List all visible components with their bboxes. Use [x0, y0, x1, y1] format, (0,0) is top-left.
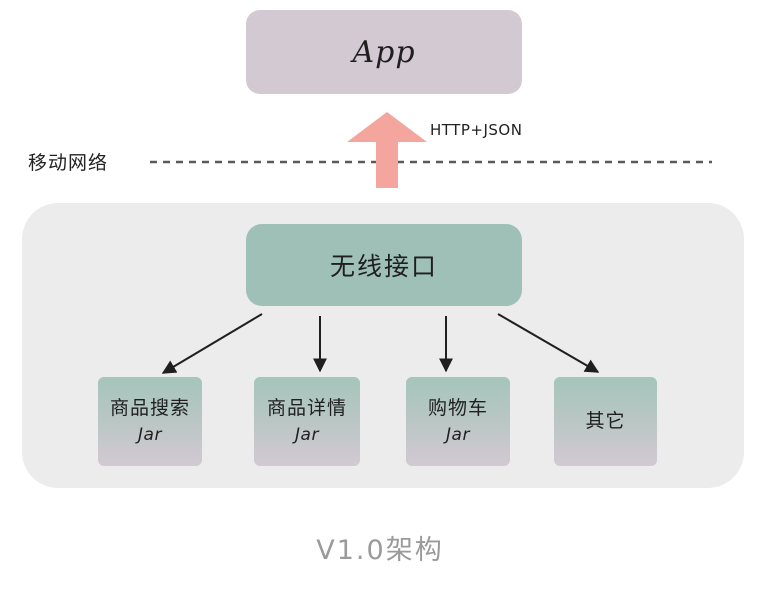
gateway-to-other-arrow: [497, 313, 600, 373]
wireless-interface-label: 无线接口: [329, 252, 438, 281]
module-name: 购物车: [427, 397, 488, 420]
mobile-network-label: 移动网络: [28, 152, 109, 174]
gateway-to-search-arrow: [161, 313, 263, 374]
module-other: 其它: [554, 377, 657, 466]
http-json-up-arrow: [347, 112, 427, 188]
module-name: 其它: [585, 409, 626, 432]
module-product-search: 商品搜索 Jar: [98, 377, 202, 466]
module-name: 商品详情: [266, 397, 347, 420]
app-client-box: App: [246, 10, 522, 94]
module-name: 商品搜索: [109, 397, 190, 420]
protocol-label: HTTP+JSON: [430, 121, 523, 139]
module-type: Jar: [446, 424, 470, 445]
wireless-interface-box: 无线接口: [246, 224, 522, 306]
module-type: Jar: [295, 424, 319, 445]
module-type: Jar: [138, 424, 162, 445]
module-product-detail: 商品详情 Jar: [254, 377, 360, 466]
app-client-label: App: [352, 34, 416, 70]
module-shopping-cart: 购物车 Jar: [406, 377, 510, 466]
diagram-caption: V1.0架构: [316, 535, 444, 566]
